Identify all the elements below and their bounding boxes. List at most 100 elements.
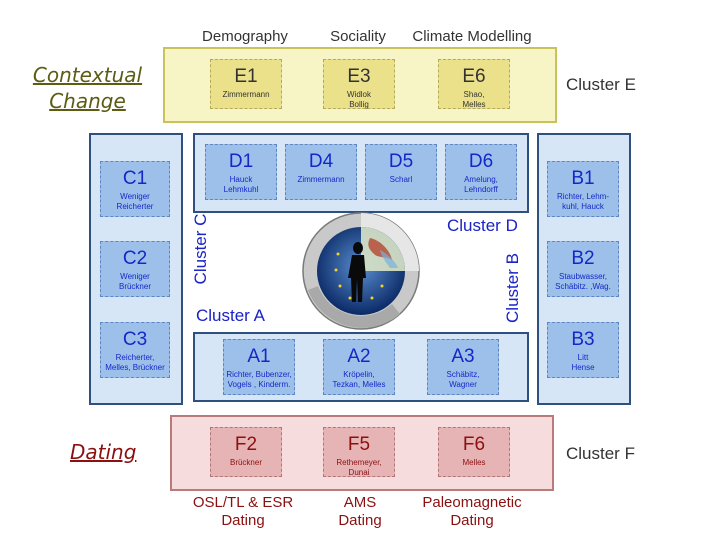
topic-climate-modelling: Climate Modelling (412, 28, 532, 45)
node-name-line: Scharl (389, 175, 413, 184)
cluster-e-label: Cluster E (566, 75, 636, 94)
node-code: C1 (122, 168, 148, 189)
node-name-line: Hauck (229, 175, 253, 184)
topic-line: OSL/TL & ESR (192, 494, 294, 511)
node-f6[interactable]: F6 Melles (438, 427, 510, 477)
node-name-line: Litt (577, 353, 589, 362)
contextual-label-line1: Contextual (32, 63, 143, 87)
node-names: Staubwasser, Schäbitz. ,Wag. (548, 272, 618, 292)
center-emblem (300, 210, 422, 332)
node-names: Rethemeyer, Dunai (324, 458, 394, 478)
node-code: B2 (571, 248, 595, 269)
node-code: D5 (388, 151, 414, 172)
node-d1[interactable]: D1 Hauck Lehmkuhl (205, 144, 277, 200)
node-code: F5 (347, 434, 371, 455)
node-name-line: Widlok (346, 90, 371, 99)
node-a1[interactable]: A1 Richter, Bubenzer, Vogels , Kinderm. (223, 339, 295, 395)
cluster-b-label: Cluster B (503, 253, 522, 323)
node-e6[interactable]: E6 Shao, Melles (438, 59, 510, 109)
emblem-graphic (302, 212, 420, 330)
node-d6[interactable]: D6 Amelung, Lehndorff (445, 144, 517, 200)
node-c2[interactable]: C2 Weniger Brückner (100, 241, 170, 297)
node-e1[interactable]: E1 Zimmermann (210, 59, 282, 109)
node-name-line: Dunai (348, 468, 370, 477)
node-names: Weniger Reicherter (101, 192, 169, 212)
node-names: Weniger Brückner (101, 272, 169, 292)
node-names: Kröpelin, Tezkan, Melles (324, 370, 394, 390)
node-name-line: Lehmkuhl (223, 185, 259, 194)
node-name-line: Weniger (120, 192, 150, 201)
node-name-line: Zimmermann (297, 175, 345, 184)
node-name-line: Melles, Brückner (105, 363, 165, 372)
node-b1[interactable]: B1 Richter, Lehm- kuhl, Hauck (547, 161, 619, 217)
node-c3[interactable]: C3 Reicherter, Melles, Brückner (100, 322, 170, 378)
node-name-line: Reicherter (116, 202, 154, 211)
node-code: A1 (247, 346, 271, 367)
node-code: D4 (308, 151, 334, 172)
node-f2[interactable]: F2 Brückner (210, 427, 282, 477)
topic-osl-tl-esr: OSL/TL & ESR Dating (178, 494, 308, 530)
topic-demography: Demography (202, 28, 288, 45)
cluster-f-label: Cluster F (566, 444, 635, 463)
contextual-label-line2: Change (49, 89, 126, 113)
node-d4[interactable]: D4 Zimmermann (285, 144, 357, 200)
node-name-line: Brückner (118, 282, 151, 291)
node-names: Litt Hense (548, 353, 618, 373)
node-name-line: Wagner (449, 380, 477, 389)
node-b2[interactable]: B2 Staubwasser, Schäbitz. ,Wag. (547, 241, 619, 297)
node-code: E1 (234, 66, 258, 87)
node-names: Richter, Lehm- kuhl, Hauck (548, 192, 618, 212)
node-name-line: Lehndorff (464, 185, 498, 194)
node-code: A2 (347, 346, 371, 367)
node-name-line: Kröpelin, (343, 370, 375, 379)
node-name-line: Brückner (229, 458, 262, 467)
node-name-line: Rethemeyer, (336, 458, 382, 467)
node-name-line: Shao, (463, 90, 485, 99)
node-name-line: Melles (462, 100, 486, 109)
node-name-line: Vogels , Kinderm. (227, 380, 291, 389)
node-name-line: Schäbitz. ,Wag. (555, 282, 611, 291)
node-name-line: Hense (571, 363, 595, 372)
node-names: Brückner (211, 458, 281, 468)
topic-line: Dating (221, 512, 265, 529)
cluster-a-panel: A1 Richter, Bubenzer, Vogels , Kinderm. … (193, 332, 529, 402)
node-d5[interactable]: D5 Scharl (365, 144, 437, 200)
node-names: Richter, Bubenzer, Vogels , Kinderm. (224, 370, 294, 390)
node-name-line: kuhl, Hauck (562, 202, 604, 211)
node-code: F6 (462, 434, 486, 455)
node-code: A3 (451, 346, 475, 367)
node-names: Zimmermann (211, 90, 281, 100)
node-name-line: Richter, Lehm- (556, 192, 610, 201)
cluster-a-label: Cluster A (196, 306, 265, 325)
node-c1[interactable]: C1 Weniger Reicherter (100, 161, 170, 217)
node-names: Melles (439, 458, 509, 468)
topic-ams: AMS Dating (320, 494, 400, 530)
cluster-f-panel: F2 Brückner F5 Rethemeyer, Dunai F6 Mell… (170, 415, 554, 491)
cluster-d-label: Cluster D (447, 216, 518, 235)
cluster-e-panel: E1 Zimmermann E3 Widlok Bollig E6 Shao, … (163, 47, 557, 123)
topic-sociality: Sociality (330, 28, 386, 45)
contextual-change-label: Contextual Change (30, 62, 145, 114)
node-name-line: Tezkan, Melles (332, 380, 386, 389)
node-f5[interactable]: F5 Rethemeyer, Dunai (323, 427, 395, 477)
node-name-line: Richter, Bubenzer, (226, 370, 292, 379)
node-b3[interactable]: B3 Litt Hense (547, 322, 619, 378)
node-code: D1 (228, 151, 254, 172)
node-code: F2 (234, 434, 258, 455)
cluster-b-panel: B1 Richter, Lehm- kuhl, Hauck B2 Staubwa… (537, 133, 631, 405)
node-names: Schäbitz, Wagner (428, 370, 498, 390)
node-names: Shao, Melles (439, 90, 509, 110)
cluster-c-panel: C1 Weniger Reicherter C2 Weniger Brückne… (89, 133, 183, 405)
topic-line: Dating (338, 512, 382, 529)
node-name-line: Bollig (349, 100, 369, 109)
node-e3[interactable]: E3 Widlok Bollig (323, 59, 395, 109)
node-a2[interactable]: A2 Kröpelin, Tezkan, Melles (323, 339, 395, 395)
topic-line: Dating (450, 512, 494, 529)
node-code: C2 (122, 248, 148, 269)
node-a3[interactable]: A3 Schäbitz, Wagner (427, 339, 499, 395)
dating-label: Dating (70, 440, 137, 464)
topic-line: AMS (343, 494, 377, 511)
node-code: E3 (347, 66, 371, 87)
cluster-d-panel: D1 Hauck Lehmkuhl D4 Zimmermann D5 Schar… (193, 133, 529, 213)
node-name-line: Melles (462, 458, 486, 467)
